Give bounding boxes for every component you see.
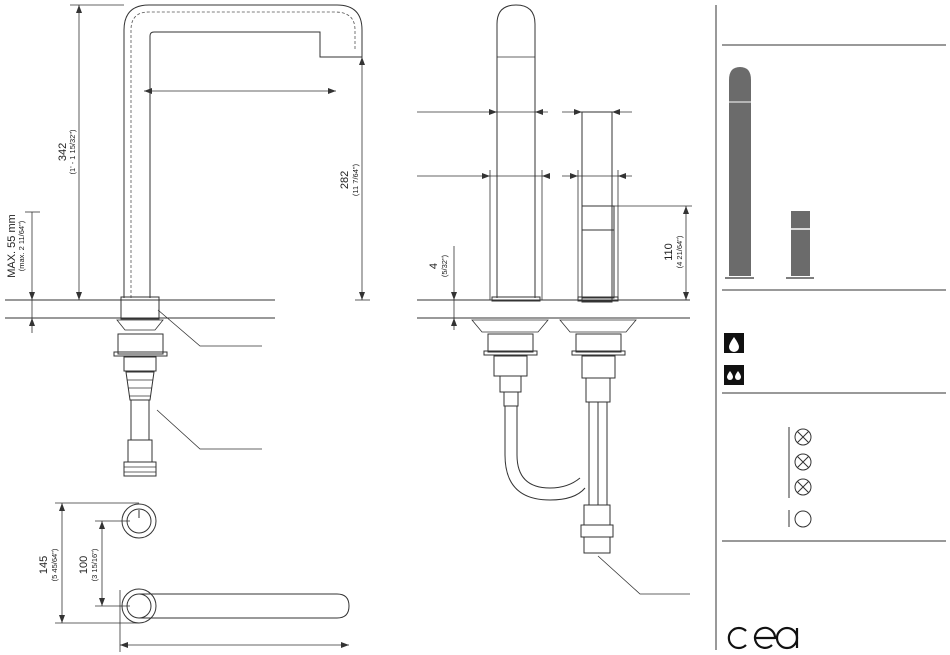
spout-height-label: 282	[339, 171, 351, 189]
spacing-total-inch-label: (5 45/64")	[50, 548, 59, 581]
single-drop-icon	[724, 333, 744, 353]
spacing-centers-inch-label: (3 15/16")	[90, 548, 99, 581]
crossed-circle-icon	[795, 454, 811, 470]
double-drop-icon	[724, 365, 744, 385]
spacing-total-label: 145	[38, 556, 50, 574]
handle-height-inch-label: (4 21/64")	[675, 235, 684, 268]
spout-height-inch-label: (11 7/64")	[351, 163, 360, 196]
deck-gap-inch-label: (5/32")	[440, 254, 449, 277]
deck-gap-label: 4	[428, 263, 440, 269]
front-view: 342 (1' - 1 15/32") 282 (11 7/64") MAX. …	[5, 5, 370, 476]
top-view: 145 (5 45/64") 100 (3 15/16")	[38, 503, 349, 652]
spout-silhouette	[729, 67, 751, 276]
spacing-centers-label: 100	[78, 556, 90, 574]
crossed-circle-icon	[795, 429, 811, 445]
cea-logo	[729, 628, 797, 648]
height-total-inch-label: (1' - 1 15/32")	[68, 129, 77, 174]
handle-silhouette	[791, 211, 810, 276]
handle-height-label: 110	[663, 243, 675, 261]
open-circle-icon	[795, 511, 811, 527]
max-deck-inch-label: (max. 2 11/64")	[17, 220, 26, 271]
crossed-circle-icon	[795, 479, 811, 495]
side-view: 4 (5/32") 110 (4 21/64")	[417, 5, 692, 594]
info-panel	[716, 5, 946, 650]
